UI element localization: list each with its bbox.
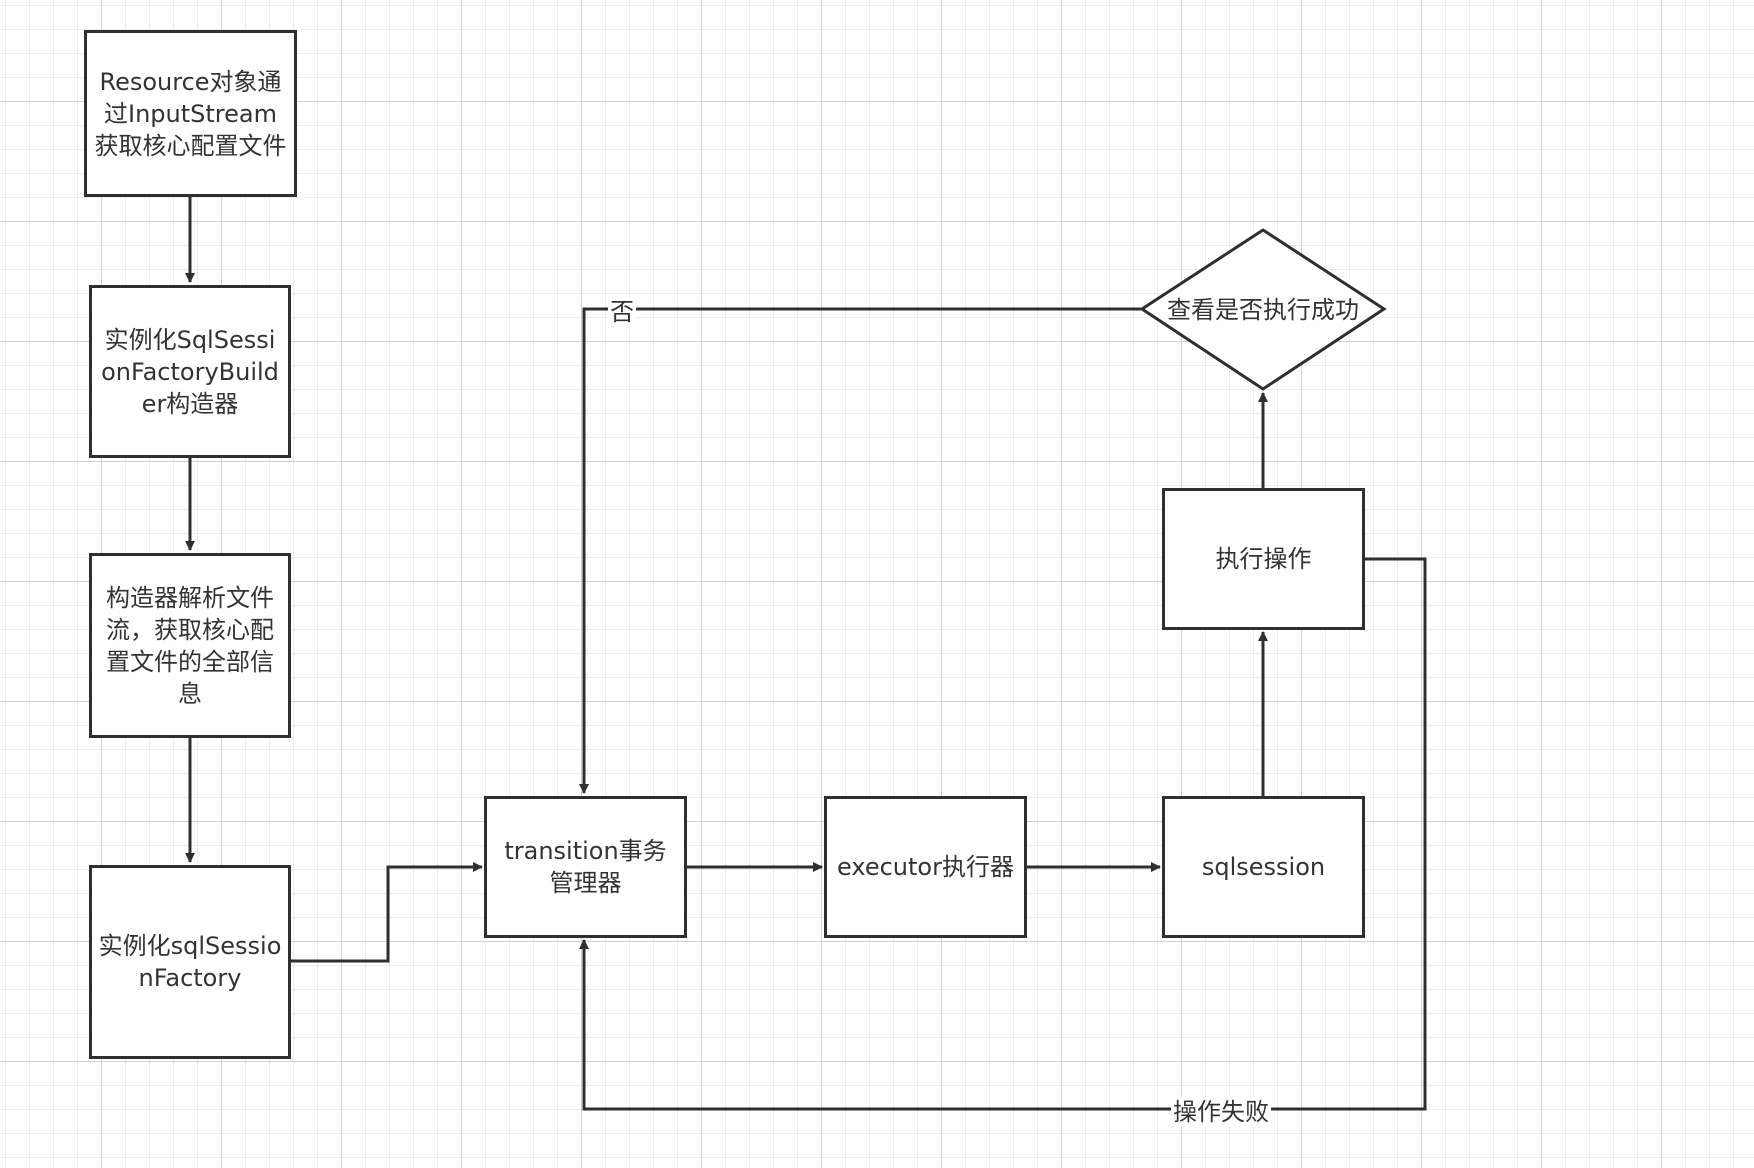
node-sqlsessionfactory-label: 实例化sqlSessionFactory (98, 932, 282, 992)
edge-label-no: 否 (608, 297, 636, 327)
decision-check-success: 查看是否执行成功 (1160, 270, 1366, 350)
node-executor: executor执行器 (824, 796, 1027, 938)
node-parse-config-label: 构造器解析文件流，获取核心配置文件的全部信息 (106, 583, 274, 708)
edge-label-operation-failed: 操作失败 (1171, 1097, 1271, 1127)
node-sqlsession: sqlsession (1162, 796, 1365, 938)
node-execute-operation: 执行操作 (1162, 488, 1365, 630)
decision-check-success-label: 查看是否执行成功 (1167, 296, 1359, 324)
node-resource: Resource对象通过InputStream获取核心配置文件 (84, 30, 297, 197)
node-sqlsession-label: sqlsession (1201, 853, 1326, 881)
node-transaction-manager: transition事务管理器 (484, 796, 687, 938)
node-sqlsessionfactorybuilder-label: 实例化SqlSessionFactoryBuilder构造器 (101, 325, 279, 418)
node-parse-config: 构造器解析文件流，获取核心配置文件的全部信息 (89, 553, 291, 738)
node-sqlsessionfactory: 实例化sqlSessionFactory (89, 865, 291, 1059)
edge-check-no-to-transaction (579, 307, 1141, 794)
decision-diamond (1139, 228, 1387, 391)
node-transaction-manager-label: transition事务管理器 (504, 837, 667, 897)
node-resource-label: Resource对象通过InputStream获取核心配置文件 (94, 67, 287, 160)
node-execute-operation-label: 执行操作 (1215, 545, 1312, 573)
node-sqlsessionfactorybuilder: 实例化SqlSessionFactoryBuilder构造器 (89, 285, 291, 458)
node-executor-label: executor执行器 (837, 853, 1014, 881)
edge-execute-fail-to-transaction (579, 557, 1427, 1111)
edge-factory-to-transaction (290, 862, 483, 963)
